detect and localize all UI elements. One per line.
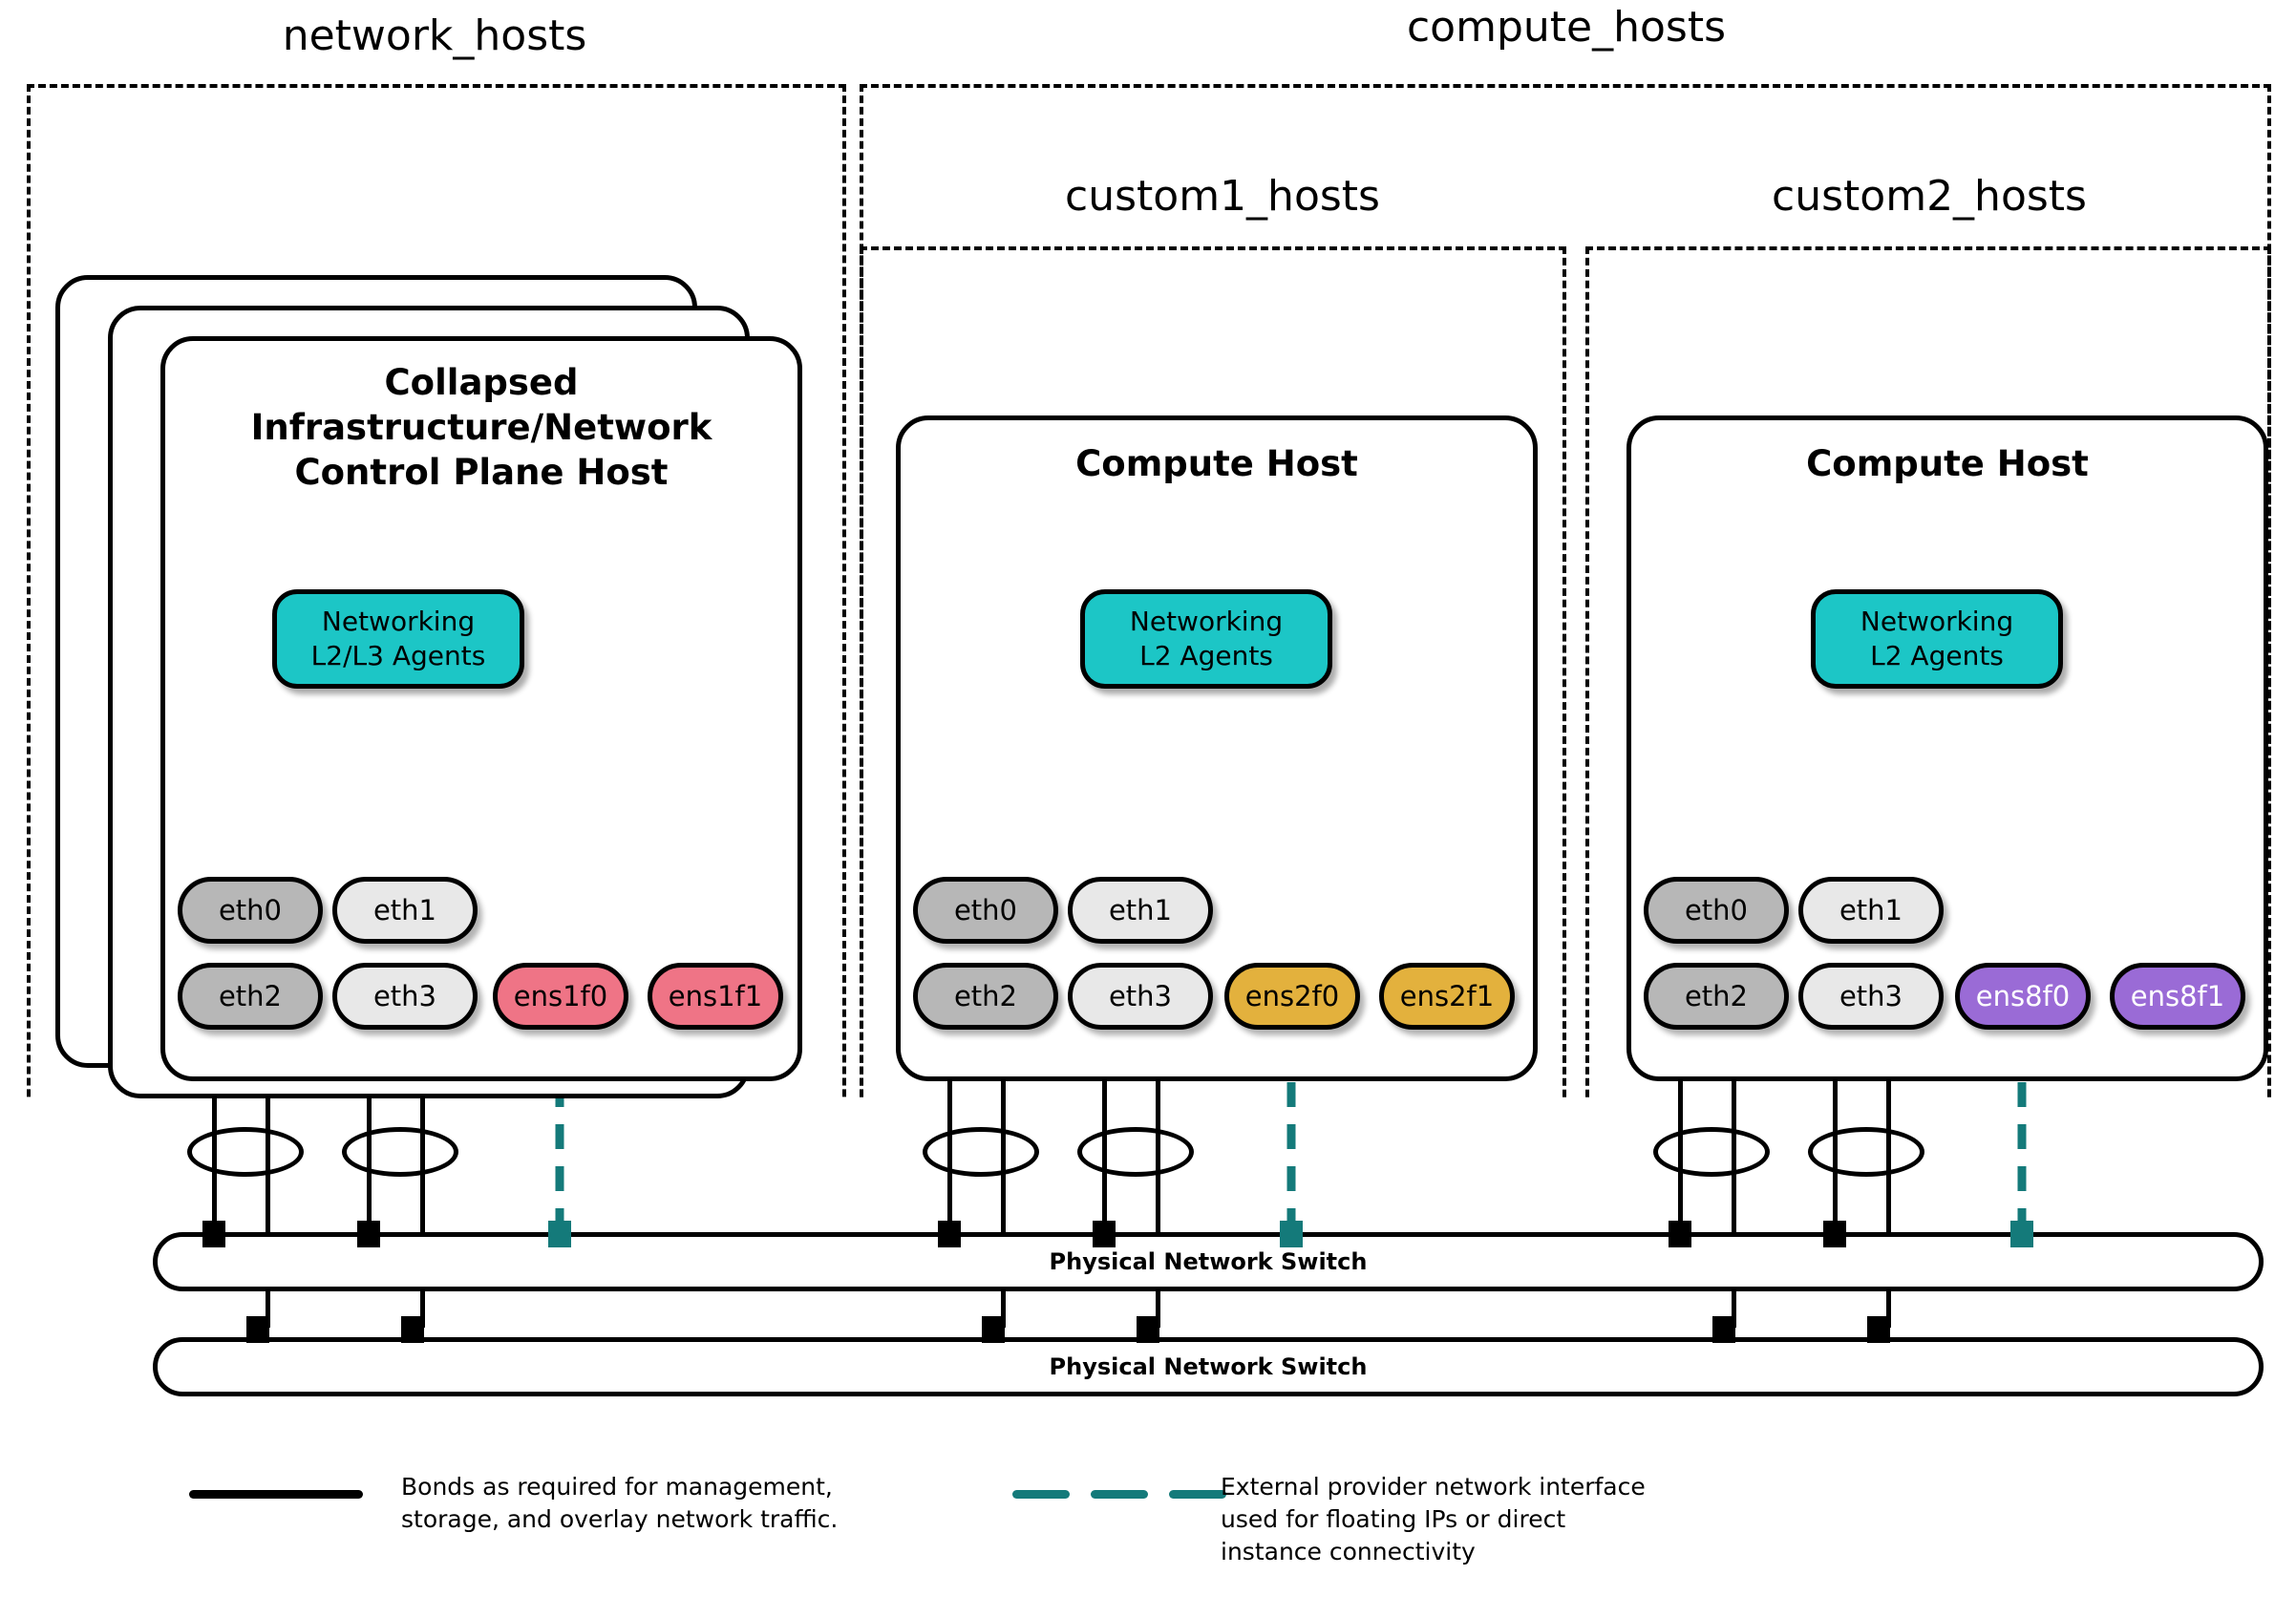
group-box-network-hosts (27, 84, 846, 1211)
group-label-network-hosts: network_hosts (282, 11, 587, 60)
nic-eth3-host1[interactable]: eth3 (332, 963, 478, 1030)
agent-label-line: Networking (321, 606, 476, 637)
bond-line (1732, 917, 1736, 1328)
bond-ellipse (1808, 1127, 1924, 1177)
bond-line (1156, 917, 1160, 1328)
bond-line (266, 917, 270, 1328)
host-title-compute-2: Compute Host (1631, 441, 2264, 486)
bond-ellipse (1077, 1127, 1194, 1177)
legend-swatch-provider-1 (1012, 1490, 1070, 1499)
provider-terminator (1280, 1221, 1303, 1247)
legend-swatch-provider-2 (1091, 1490, 1148, 1499)
host-title-line: Infrastructure/Network (250, 407, 712, 448)
switch-terminator (1823, 1221, 1846, 1247)
agent-label-line: L2/L3 Agents (310, 640, 486, 671)
bond-line (420, 917, 425, 1328)
nic-eth0-host3[interactable]: eth0 (1644, 877, 1789, 944)
nic-ens1f1-host1[interactable]: ens1f1 (648, 963, 783, 1030)
nic-ens8f0-host3[interactable]: ens8f0 (1955, 963, 2091, 1030)
switch-terminator (982, 1316, 1005, 1343)
switch-terminator (1137, 1316, 1159, 1343)
nic-ens8f1-host3[interactable]: ens8f1 (2110, 963, 2245, 1030)
bond-ellipse (187, 1127, 304, 1177)
agent-label-line: L2 Agents (1870, 640, 2004, 671)
nic-eth2-host1[interactable]: eth2 (178, 963, 323, 1030)
host-title-line: Control Plane Host (294, 452, 669, 493)
group-label-compute-hosts: compute_hosts (1406, 3, 1727, 52)
group-label-custom2-hosts: custom2_hosts (1772, 172, 2087, 221)
group-box-custom1-hosts (860, 246, 1566, 1211)
legend-text-provider: External provider network interface used… (1221, 1473, 1646, 1565)
legend-text-bond: Bonds as required for management, storag… (401, 1473, 839, 1533)
host-title-line: Compute Host (1075, 443, 1358, 484)
switch-terminator (246, 1316, 269, 1343)
switch-terminator (1867, 1316, 1890, 1343)
switch-terminator (202, 1221, 225, 1247)
host-title-line: Collapsed (384, 362, 579, 403)
nic-eth2-host3[interactable]: eth2 (1644, 963, 1789, 1030)
physical-network-switch-bottom[interactable]: Physical Network Switch (153, 1337, 2264, 1396)
bond-line (1886, 917, 1891, 1328)
agent-box-compute-2[interactable]: Networking L2 Agents (1811, 589, 2063, 689)
agent-label-line: Networking (1129, 606, 1284, 637)
legend-swatch-bond (189, 1490, 363, 1499)
group-label-custom1-hosts: custom1_hosts (1065, 172, 1380, 221)
switch-terminator (938, 1221, 961, 1247)
host-title-network: Collapsed Infrastructure/Network Control… (165, 360, 797, 495)
nic-ens2f1-host2[interactable]: ens2f1 (1379, 963, 1515, 1030)
provider-terminator (2010, 1221, 2033, 1247)
switch-terminator (357, 1221, 380, 1247)
agent-box-network[interactable]: Networking L2/L3 Agents (272, 589, 524, 689)
switch-terminator (1093, 1221, 1116, 1247)
switch-terminator (1669, 1221, 1691, 1247)
bond-ellipse (923, 1127, 1039, 1177)
nic-eth1-host2[interactable]: eth1 (1068, 877, 1213, 944)
legend-swatch-provider-3 (1169, 1490, 1226, 1499)
host-title-compute-1: Compute Host (901, 441, 1533, 486)
bond-ellipse (342, 1127, 458, 1177)
switch-terminator (1712, 1316, 1735, 1343)
nic-eth3-host2[interactable]: eth3 (1068, 963, 1213, 1030)
provider-terminator (548, 1221, 571, 1247)
host-card-network[interactable]: Collapsed Infrastructure/Network Control… (160, 336, 802, 1081)
nic-ens1f0-host1[interactable]: ens1f0 (493, 963, 628, 1030)
agent-box-compute-1[interactable]: Networking L2 Agents (1080, 589, 1332, 689)
nic-eth3-host3[interactable]: eth3 (1798, 963, 1944, 1030)
agent-label-line: L2 Agents (1139, 640, 1273, 671)
nic-eth0-host2[interactable]: eth0 (913, 877, 1058, 944)
nic-eth2-host2[interactable]: eth2 (913, 963, 1058, 1030)
physical-network-switch-top[interactable]: Physical Network Switch (153, 1232, 2264, 1291)
group-box-custom2-hosts (1585, 246, 2271, 1211)
host-title-line: Compute Host (1806, 443, 2089, 484)
nic-ens2f0-host2[interactable]: ens2f0 (1224, 963, 1360, 1030)
agent-label-line: Networking (1860, 606, 2014, 637)
bond-line (1001, 917, 1006, 1328)
nic-eth1-host1[interactable]: eth1 (332, 877, 478, 944)
nic-eth1-host3[interactable]: eth1 (1798, 877, 1944, 944)
switch-terminator (401, 1316, 424, 1343)
nic-eth0-host1[interactable]: eth0 (178, 877, 323, 944)
bond-ellipse (1653, 1127, 1770, 1177)
